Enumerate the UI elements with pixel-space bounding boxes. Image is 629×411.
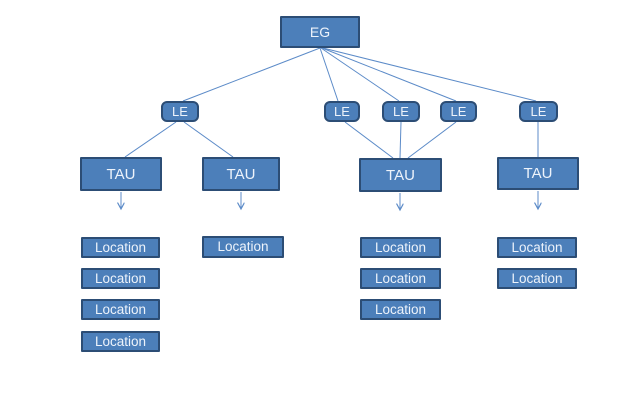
node-eg: EG (280, 16, 360, 48)
node-location: Location (497, 237, 577, 258)
node-location: Location (497, 268, 577, 289)
node-le-2: LE (324, 101, 360, 122)
edge-eg-le2 (319, 47, 339, 102)
node-location: Location (81, 237, 160, 258)
node-location: Location (81, 331, 160, 352)
edge-le1-tau2 (183, 121, 234, 158)
node-le-5: LE (519, 101, 558, 122)
node-location: Location (81, 268, 160, 289)
node-location: Location (202, 236, 284, 258)
edge-eg-le4 (321, 47, 457, 102)
edge-eg-le1 (182, 47, 321, 102)
node-tau-1: TAU (80, 157, 162, 191)
edge-eg-le5 (322, 47, 537, 102)
node-le-4: LE (440, 101, 477, 122)
node-tau-4: TAU (497, 157, 579, 190)
edge-eg-le3 (320, 47, 400, 102)
node-le-3: LE (382, 101, 420, 122)
node-location: Location (81, 299, 160, 320)
edge-le3-tau3 (399, 121, 402, 159)
edge-le4-tau3 (407, 121, 457, 159)
node-tau-2: TAU (202, 157, 280, 191)
node-tau-3: TAU (359, 158, 442, 192)
node-location: Location (360, 237, 441, 258)
edge-le2-tau3 (344, 121, 394, 159)
edge-le1-tau1 (124, 121, 177, 158)
node-location: Location (360, 299, 441, 320)
node-location: Location (360, 268, 441, 289)
node-le-1: LE (161, 101, 199, 122)
